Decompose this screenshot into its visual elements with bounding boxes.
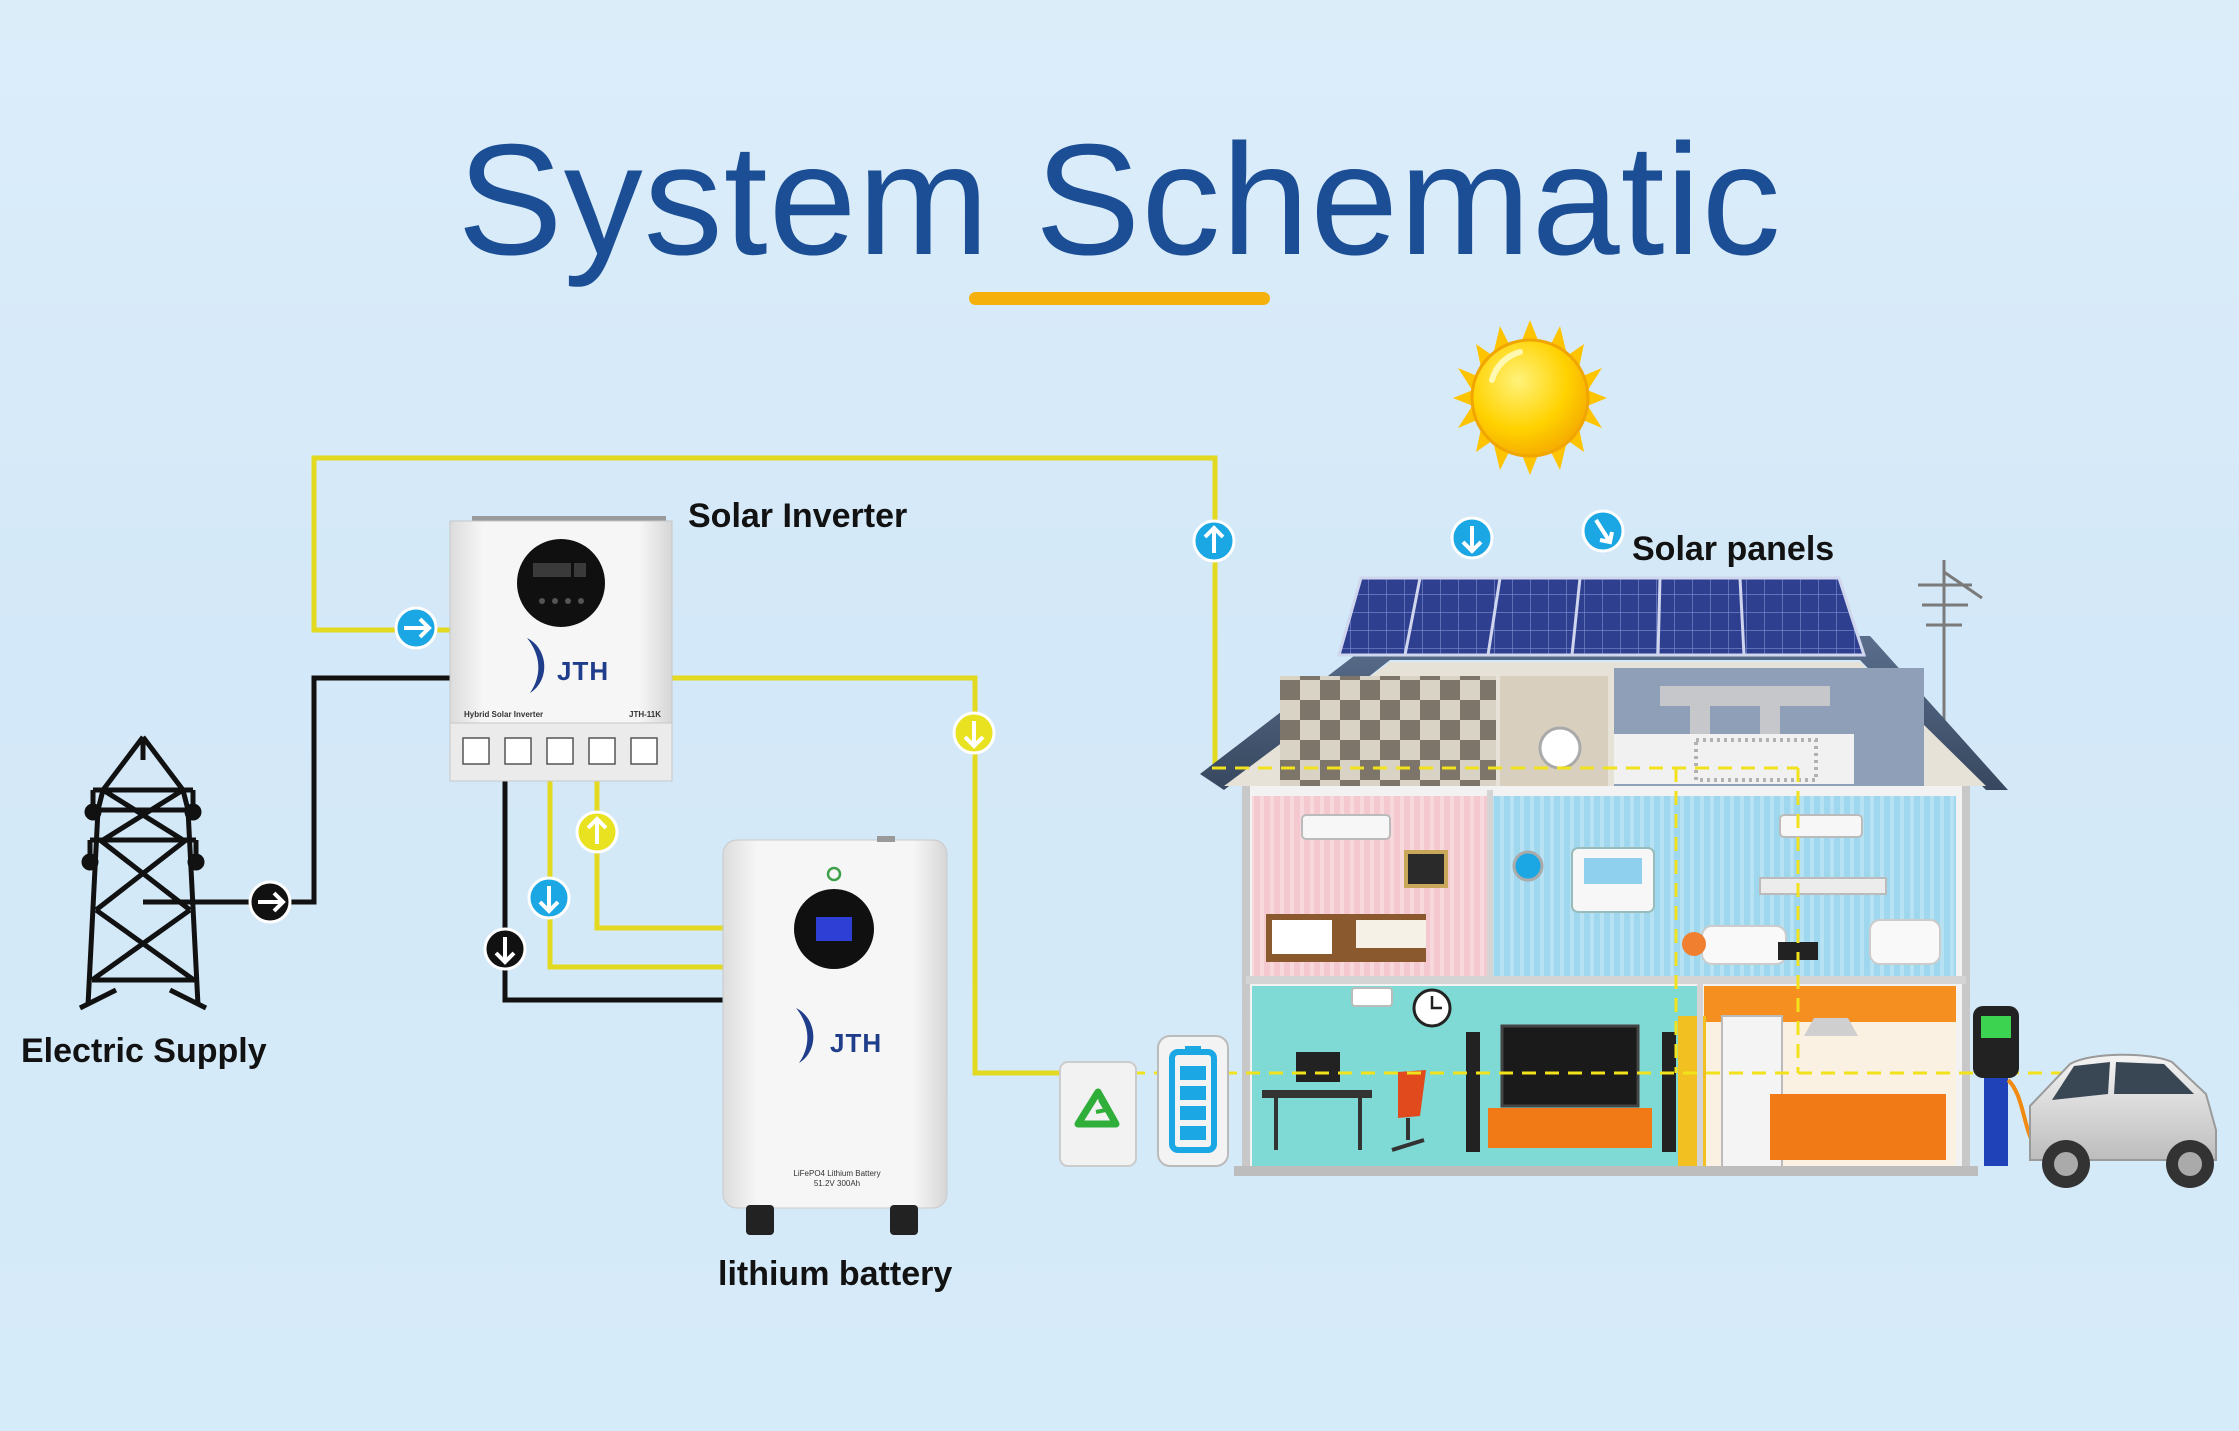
battery-spec-line-2: 51.2V 300Ah (813, 1179, 861, 1188)
power-tower-icon (78, 735, 208, 1011)
house (1085, 560, 2104, 1176)
title-underline (969, 292, 1270, 305)
sun-icon (1453, 320, 1607, 475)
flow-arrow-up-yellow (575, 810, 619, 854)
battery-level-icon (1157, 1035, 1229, 1167)
battery-spec-line-1: LiFePO4 Lithium Battery (793, 1169, 881, 1178)
flow-arrow-up-blue (1192, 519, 1236, 563)
recycle-icon (1059, 1061, 1137, 1167)
flow-arrow-down-black (483, 927, 527, 971)
inverter-model-id: JTH-11K (629, 710, 662, 719)
inverter-ports (462, 737, 658, 765)
label-electric-supply: Electric Supply (21, 1032, 267, 1070)
inverter-brand: JTH (557, 656, 610, 686)
battery-wire-yellow (547, 780, 728, 970)
label-solar-inverter: Solar Inverter (688, 497, 908, 535)
solar-panel-array (1337, 576, 1867, 657)
flow-arrow-down-blue (1450, 516, 1494, 560)
solar-inverter-device (449, 516, 673, 782)
label-solar-panels: Solar panels (1632, 530, 1835, 568)
label-lithium-battery: lithium battery (718, 1255, 953, 1293)
battery-logo-mark (796, 1008, 814, 1063)
solar-wire-house (670, 675, 1085, 1076)
inverter-model-text: Hybrid Solar Inverter (464, 710, 544, 719)
flow-arrow-down-blue-battery (527, 876, 571, 920)
page-title: System Schematic (457, 112, 1782, 288)
inverter-display (517, 539, 605, 627)
grid-wire (143, 675, 728, 1003)
battery-display (794, 889, 874, 969)
antenna-icon (1918, 560, 1983, 720)
flow-arrow-down-yellow (952, 711, 996, 755)
battery-terminals (746, 1205, 918, 1235)
inverter-logo-mark (527, 638, 545, 693)
house-internal-wiring (1085, 766, 2104, 1075)
car-icon (2029, 1053, 2217, 1188)
battery-brand: JTH (830, 1028, 883, 1058)
lithium-battery-device (722, 836, 948, 1235)
ev-charger-icon (1973, 1006, 2061, 1166)
flow-arrow-right-black (248, 880, 292, 924)
flow-arrow-right-blue (394, 606, 438, 650)
panel-dividers (1403, 577, 1746, 656)
flow-arrow-diagonal-blue (1581, 509, 1625, 553)
